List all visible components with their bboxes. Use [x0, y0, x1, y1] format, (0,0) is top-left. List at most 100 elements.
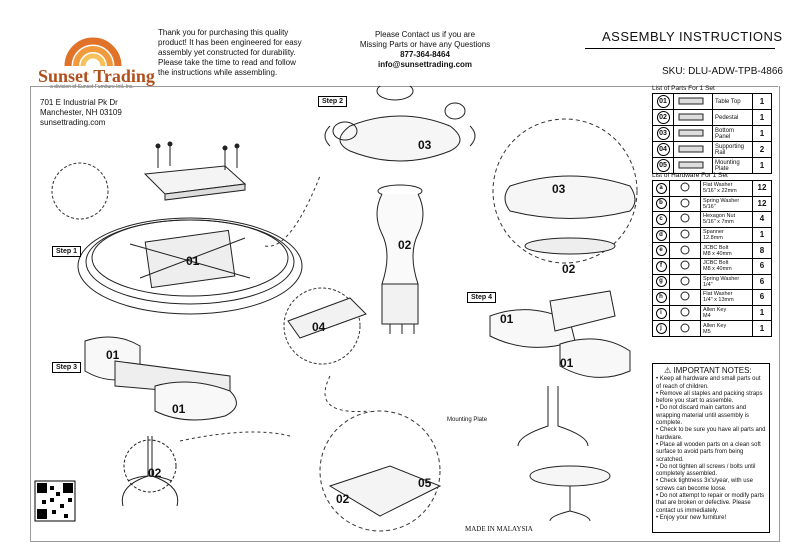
hardware-icon [680, 276, 690, 286]
part-qty: 1 [752, 157, 772, 174]
step2-detail [492, 118, 638, 264]
hardware-qty: 4 [752, 211, 772, 228]
hardware-icon [680, 291, 690, 301]
brand-logo: Sunset Trading a division of Sunset Furn… [38, 28, 155, 90]
hardware-list: List of Hardware For 1 Set a Flat Washer… [652, 172, 772, 337]
step2-bottom-panel [324, 86, 476, 162]
step1-tabletop [77, 165, 303, 315]
note-item: • Place all wooden parts on a clean soft… [656, 441, 761, 463]
hardware-name: JCBC Bolt [703, 244, 729, 251]
hardware-qty: 6 [752, 257, 772, 275]
note-item: • Keep all hardware and small parts out … [656, 376, 761, 390]
address-line: 701 E Industrial Pk Dr [40, 98, 118, 107]
hardware-size: M8 x 40mm [703, 250, 732, 257]
part-image [673, 93, 713, 110]
note-item: • Do not tighten all screws / bolts unti… [656, 463, 756, 478]
hardware-name: Allen Key [703, 307, 727, 314]
sku-label: SKU: DLU-ADW-TPB-4866 [662, 66, 783, 77]
title-underline [585, 48, 775, 49]
hardware-name: Flat Washer [703, 182, 733, 189]
note-item: • Enjoy your new furniture! [656, 514, 727, 521]
part-number: 04 [656, 143, 670, 156]
step2-detail-content [504, 175, 636, 255]
step3-rail-detail [283, 287, 361, 365]
hardware-icon [680, 260, 690, 270]
hardware-list-header: List of Hardware For 1 Set [652, 172, 728, 179]
brand-name: Sunset Trading [38, 66, 155, 86]
contact-email: info@sunsettrading.com [377, 60, 473, 69]
hardware-qty: 12 [752, 195, 772, 213]
hardware-qty: 1 [752, 320, 772, 337]
hardware-name: Flat Washer [703, 291, 733, 298]
hardware-qty: 6 [752, 273, 772, 291]
assembly-diagrams [34, 86, 638, 532]
hardware-size: 5/16" x 7mm [703, 219, 734, 226]
address-line: Manchester, NH 03109 [40, 108, 122, 117]
hardware-size: 5/16" [703, 203, 716, 210]
qr-code [34, 480, 76, 522]
hardware-size: 5/16" x 22mm [703, 188, 737, 195]
hardware-image [669, 257, 701, 275]
contact-block: Please Contact us if you are Missing Par… [350, 30, 500, 70]
hardware-letter: g [655, 276, 667, 288]
parts-row: 03 Bottom Panel 1 [652, 125, 772, 142]
part-qty: 1 [752, 125, 772, 142]
parts-list-header: List of Parts For 1 Set [652, 85, 715, 92]
hardware-icon [680, 213, 690, 223]
hardware-name: Hexagon Nut [703, 213, 736, 220]
part-label-02: 02 [398, 238, 412, 252]
hardware-icon [680, 198, 690, 208]
company-address: 701 E Industrial Pk Dr Manchester, NH 03… [40, 98, 122, 128]
hardware-size: M5 [703, 328, 711, 335]
hardware-image [669, 211, 701, 228]
step1-detail [51, 162, 109, 220]
part-label-02: 02 [148, 466, 162, 480]
part-label-01: 01 [186, 254, 200, 268]
page-divider [30, 86, 778, 87]
mounting-plate-label: Mounting Plate [447, 417, 488, 423]
hardware-letter: c [655, 213, 667, 225]
mounting-plate [328, 465, 442, 517]
hardware-icon [680, 245, 690, 255]
notes-title: IMPORTANT NOTES: [673, 366, 752, 375]
hardware-letter: j [655, 323, 667, 335]
part-label-01: 01 [560, 356, 574, 370]
hardware-image [669, 320, 701, 337]
part-name: Bottom Panel [712, 125, 753, 142]
hardware-icon [680, 229, 690, 239]
hardware-icon [680, 323, 690, 333]
hardware-qty: 6 [752, 289, 772, 306]
part-icon [678, 97, 704, 105]
part-name: Mounting Plate [712, 157, 753, 174]
hardware-image [669, 242, 701, 259]
part-label-02: 02 [562, 262, 576, 276]
part-number: 03 [656, 127, 670, 140]
hardware-image [669, 195, 701, 213]
hardware-letter: f [655, 260, 667, 272]
part-number: 05 [656, 159, 670, 172]
step2-pedestal [376, 184, 424, 334]
note-item: • Do not attempt to repair or modify par… [656, 493, 765, 514]
hardware-size: 1/4" x 13mm [703, 297, 734, 304]
hardware-name: Spring Washer [703, 197, 740, 204]
step-1-label: Step 1 [52, 246, 82, 257]
thanks-line: Please take the time to read and follow [158, 58, 296, 67]
hardware-letter: i [655, 307, 667, 319]
hardware-name: Spring Washer [703, 275, 740, 282]
contact-phone: 877-364-8464 [400, 50, 450, 59]
step-3-label: Step 3 [52, 362, 82, 373]
part-qty: 1 [752, 109, 772, 126]
part-name: Table Top [712, 93, 753, 110]
